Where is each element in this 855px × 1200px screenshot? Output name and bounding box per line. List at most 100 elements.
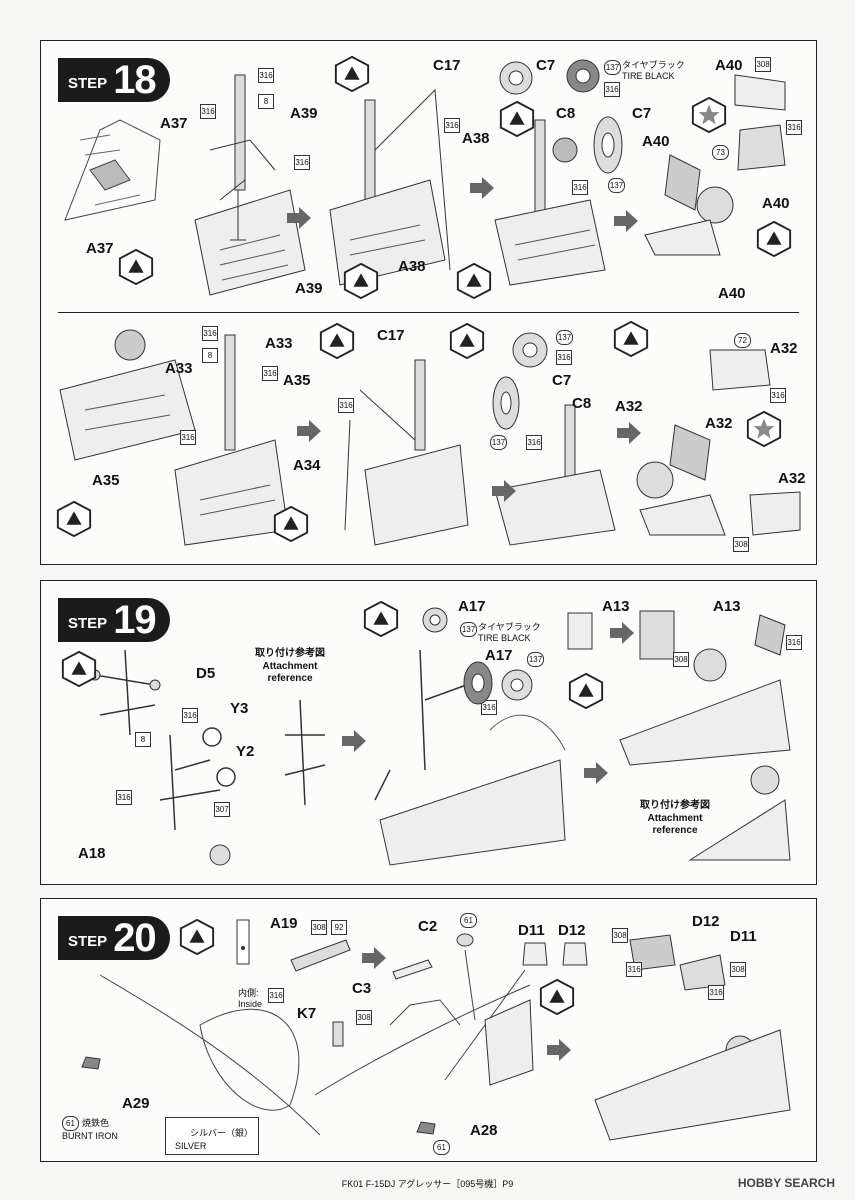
tire-black-jp: タイヤブラック xyxy=(622,60,685,70)
paint-code-316: 316 xyxy=(604,82,620,97)
paint-code-308: 308 xyxy=(673,652,689,667)
tire-black-jp: タイヤブラック xyxy=(478,622,541,632)
cockpit-sketch-20 xyxy=(444,949,534,1086)
glue-hex-icon xyxy=(363,600,399,638)
hobby-search-logo: HOBBY SEARCH xyxy=(737,1176,835,1190)
next-arrow-icon xyxy=(470,177,494,199)
paint-code-137: 137 xyxy=(527,652,544,667)
glue-hex-icon xyxy=(319,322,355,360)
glue-hex-icon xyxy=(343,262,379,300)
label-A19: A19 xyxy=(270,915,298,932)
door-panel-sketch-A40 xyxy=(734,74,786,171)
label-A40: A40 xyxy=(718,285,746,302)
paint-code-316: 316 xyxy=(338,398,354,413)
silver-en: SILVER xyxy=(175,1141,207,1151)
attachment-ref-en-2: reference xyxy=(267,673,313,684)
paint-code-308: 308 xyxy=(356,1010,372,1025)
label-C7: C7 xyxy=(536,57,556,74)
part-A28 xyxy=(416,1121,436,1135)
label-A38: A38 xyxy=(398,258,426,275)
label-A37: A37 xyxy=(160,115,188,132)
next-arrow-icon xyxy=(492,480,516,502)
label-A32: A32 xyxy=(770,340,798,357)
label-A33: A33 xyxy=(265,335,293,352)
label-C7: C7 xyxy=(632,105,652,122)
burnt-iron-en: BURNT IRON xyxy=(62,1131,118,1141)
glue-hex-icon xyxy=(539,978,575,1016)
paint-code-316: 316 xyxy=(258,68,274,83)
next-arrow-icon xyxy=(617,422,641,444)
attachment-ref-en-1: Attachment xyxy=(647,812,703,824)
glue-hex-icon xyxy=(179,918,215,956)
next-arrow-icon xyxy=(614,210,638,232)
wheel-icon xyxy=(499,61,533,95)
part-A19-small xyxy=(236,919,250,965)
inside-note-jp: 内側: xyxy=(238,988,259,998)
door-part-A13 xyxy=(567,612,593,650)
paint-code-316: 316 xyxy=(202,326,218,341)
step-number: 18 xyxy=(113,57,156,102)
gear-bay-sketch-19a xyxy=(374,649,566,866)
gear-well-sketch-6 xyxy=(494,404,616,546)
label-C2: C2 xyxy=(418,918,438,935)
label-A37: A37 xyxy=(86,240,114,257)
gear-well-sketch-5 xyxy=(344,359,469,546)
label-A40: A40 xyxy=(642,133,670,150)
next-arrow-icon xyxy=(287,207,311,229)
gear-well-sketch-2 xyxy=(329,88,451,286)
next-arrow-icon xyxy=(610,622,634,644)
glue-hex-icon xyxy=(118,248,154,286)
gear-bay-sketch-20 xyxy=(594,934,791,1141)
label-A38: A38 xyxy=(462,130,490,147)
glue-hex-icon xyxy=(61,650,97,688)
paint-code-308: 308 xyxy=(755,57,771,72)
paint-code-316: 316 xyxy=(481,700,497,715)
step-word: STEP xyxy=(68,74,108,92)
canopy-nose-sketch xyxy=(99,974,531,1136)
label-A35: A35 xyxy=(283,372,311,389)
label-D11: D11 xyxy=(518,922,545,939)
label-Y2: Y2 xyxy=(236,743,255,760)
paint-code-316: 316 xyxy=(180,430,196,445)
paint-code-316: 316 xyxy=(444,118,460,133)
paint-code-308: 308 xyxy=(612,928,628,943)
tire-black-en: TIRE BLACK xyxy=(622,71,675,81)
label-A18: A18 xyxy=(78,845,106,862)
paint-code-73: 73 xyxy=(712,145,729,160)
label-K7: K7 xyxy=(297,1005,317,1022)
door-panel-sketch-A32 xyxy=(709,349,771,391)
label-A32: A32 xyxy=(778,470,806,487)
paint-code-61: 61 xyxy=(433,1140,450,1155)
wheel-icon xyxy=(512,332,548,368)
label-A17: A17 xyxy=(485,647,513,664)
gear-well-sketch-1 xyxy=(194,74,306,296)
next-arrow-icon xyxy=(547,1039,571,1061)
landing-gear-sketch-A18 xyxy=(159,734,231,866)
label-C17: C17 xyxy=(377,327,405,344)
attachment-ref-en-1: Attachment xyxy=(262,660,318,672)
label-A39: A39 xyxy=(295,280,323,297)
label-D12: D12 xyxy=(558,922,586,939)
gear-door-sketch-2 xyxy=(636,424,726,536)
label-A35: A35 xyxy=(92,472,120,489)
label-C7: C7 xyxy=(552,372,572,389)
tire-black-en: TIRE BLACK xyxy=(478,633,531,643)
paint-code-137: 137 xyxy=(604,60,621,75)
attachment-ref-jp: 取り付け参考図 xyxy=(640,800,710,811)
paint-code-316: 316 xyxy=(116,790,132,805)
label-A29: A29 xyxy=(122,1095,150,1112)
next-arrow-icon xyxy=(342,730,366,752)
wheel-icon xyxy=(492,376,520,430)
gear-well-sketch-4 xyxy=(174,334,289,546)
label-Y3: Y3 xyxy=(230,700,249,717)
wheel-icon xyxy=(422,607,448,633)
door-part-D11 xyxy=(522,942,548,966)
attachment-ref-label: 取り付け参考図 Attachment reference xyxy=(640,800,710,838)
paint-code-316: 316 xyxy=(556,350,572,365)
paint-code-307: 307 xyxy=(214,802,230,817)
paint-code-316: 316 xyxy=(262,366,278,381)
step-number: 20 xyxy=(113,915,156,960)
part-K7 xyxy=(332,1021,344,1047)
paint-code-316: 316 xyxy=(200,104,216,119)
paint-code-137: 137 xyxy=(490,435,507,450)
